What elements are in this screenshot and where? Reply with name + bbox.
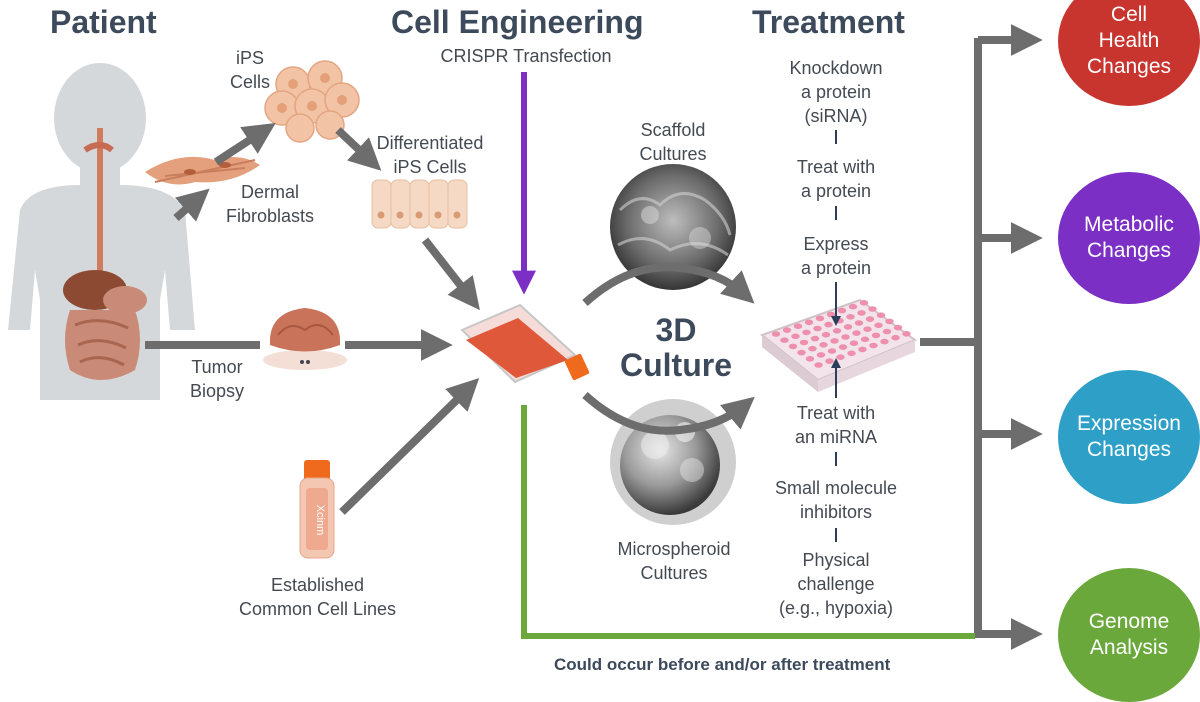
green-feedback-line [521, 405, 975, 639]
plate-well [865, 316, 875, 322]
plate-well [824, 321, 833, 328]
label-tumor-biopsy: Tumor Biopsy [189, 357, 245, 401]
plate-well [868, 306, 877, 312]
label-3d-culture: 3D Culture [620, 312, 732, 383]
plate-well [871, 332, 881, 339]
plate-well [838, 344, 848, 350]
plate-well [827, 348, 837, 354]
scaffold-culture-image [610, 164, 736, 290]
fibroblast-cells [145, 156, 260, 185]
treatment-treat-protein: Treat with a protein [796, 157, 876, 201]
plate-well [843, 324, 853, 330]
plate-well [808, 345, 817, 352]
plate-well [832, 328, 842, 334]
treatment-physical-challenge: Physical challenge (e.g., hypoxia) [778, 550, 894, 618]
plate-well [814, 362, 823, 368]
plate-well [799, 339, 809, 346]
well-plate [759, 298, 918, 392]
plate-well [780, 337, 789, 344]
outcome-metabolic: Metabolic Changes [1058, 172, 1200, 304]
outcome-cell-health-label: Cell Health Changes [1086, 3, 1172, 78]
plate-well [860, 336, 870, 343]
treatment-mirna: Treat with an miRNA [794, 403, 878, 447]
plate-well [869, 342, 878, 349]
header-cell-engineering: Cell Engineering [391, 4, 644, 40]
outcome-expression-label: Expression Changes [1077, 412, 1181, 461]
label-established-cell-lines: Established Common Cell Lines [238, 575, 397, 619]
plate-well [857, 310, 866, 316]
plate-well [782, 327, 792, 333]
plate-well [841, 334, 850, 340]
label-microspheroid-cultures: Microspheroid Cultures [617, 539, 731, 583]
treatment-express-protein: Express a protein [800, 234, 872, 278]
plate-well [874, 322, 883, 329]
plate-well [902, 331, 911, 337]
human-body-illustration [8, 63, 195, 400]
plate-well [791, 333, 800, 340]
label-ips-cells: iPS Cells [229, 48, 270, 92]
plate-well [830, 338, 839, 344]
label-differentiated-cells: Differentiated iPS Cells [376, 133, 484, 177]
outcome-expression: Expression Changes [1058, 370, 1200, 504]
vial-label: Xcinm [314, 505, 326, 536]
treatment-small-molecule: Small molecule inhibitors [774, 478, 898, 522]
label-scaffold-cultures: Scaffold Cultures [639, 120, 707, 164]
plate-well [826, 311, 836, 318]
header-patient: Patient [50, 4, 157, 40]
plate-well [880, 338, 889, 345]
culture-flask [460, 303, 590, 384]
plate-well [859, 300, 869, 306]
plate-well [876, 312, 886, 319]
plate-well [863, 326, 872, 333]
diagram-graphics: Xcinm [8, 24, 1043, 650]
plate-well [802, 329, 811, 336]
plate-well [793, 323, 803, 330]
plate-well [797, 349, 806, 356]
plate-well [852, 330, 861, 336]
label-crispr: CRISPR Transfection [440, 46, 612, 66]
plate-well [846, 314, 855, 320]
plate-well [810, 335, 820, 342]
plate-well [837, 307, 847, 314]
header-treatment: Treatment [752, 4, 905, 40]
plate-well [885, 318, 894, 325]
plate-well [813, 325, 822, 332]
plate-well [848, 303, 858, 310]
outcome-genome: Genome Analysis [1058, 568, 1200, 702]
plate-well [836, 354, 845, 361]
treatment-knockdown: Knockdown a protein (siRNA) [789, 58, 883, 126]
plate-well [771, 331, 781, 337]
workflow-diagram: Xcinm [8, 0, 1200, 702]
outcome-metabolic-label: Metabolic Changes [1084, 213, 1174, 262]
plate-well [821, 331, 831, 338]
plate-well [882, 328, 892, 335]
plate-well [819, 342, 828, 348]
plate-well [805, 356, 815, 362]
plate-well [788, 343, 798, 350]
plate-well [816, 352, 826, 358]
plate-well [804, 319, 814, 326]
label-dermal-fibroblasts: Dermal Fibroblasts [225, 182, 315, 226]
plate-well [893, 324, 903, 331]
outcome-cell-health: Cell Health Changes [1058, 0, 1200, 106]
tumor-biopsy [263, 308, 347, 370]
plate-well [858, 346, 867, 353]
footer-note: Could occur before and/or after treatmen… [554, 655, 891, 674]
cell-line-vial: Xcinm [299, 460, 335, 559]
plate-well [825, 358, 834, 364]
differentiated-cells [371, 179, 468, 229]
plate-well [891, 334, 900, 341]
plate-well [854, 320, 864, 326]
plate-well [849, 340, 859, 347]
plate-well [815, 315, 825, 322]
plate-well [847, 350, 856, 357]
outcome-genome-label: Genome Analysis [1088, 610, 1170, 659]
